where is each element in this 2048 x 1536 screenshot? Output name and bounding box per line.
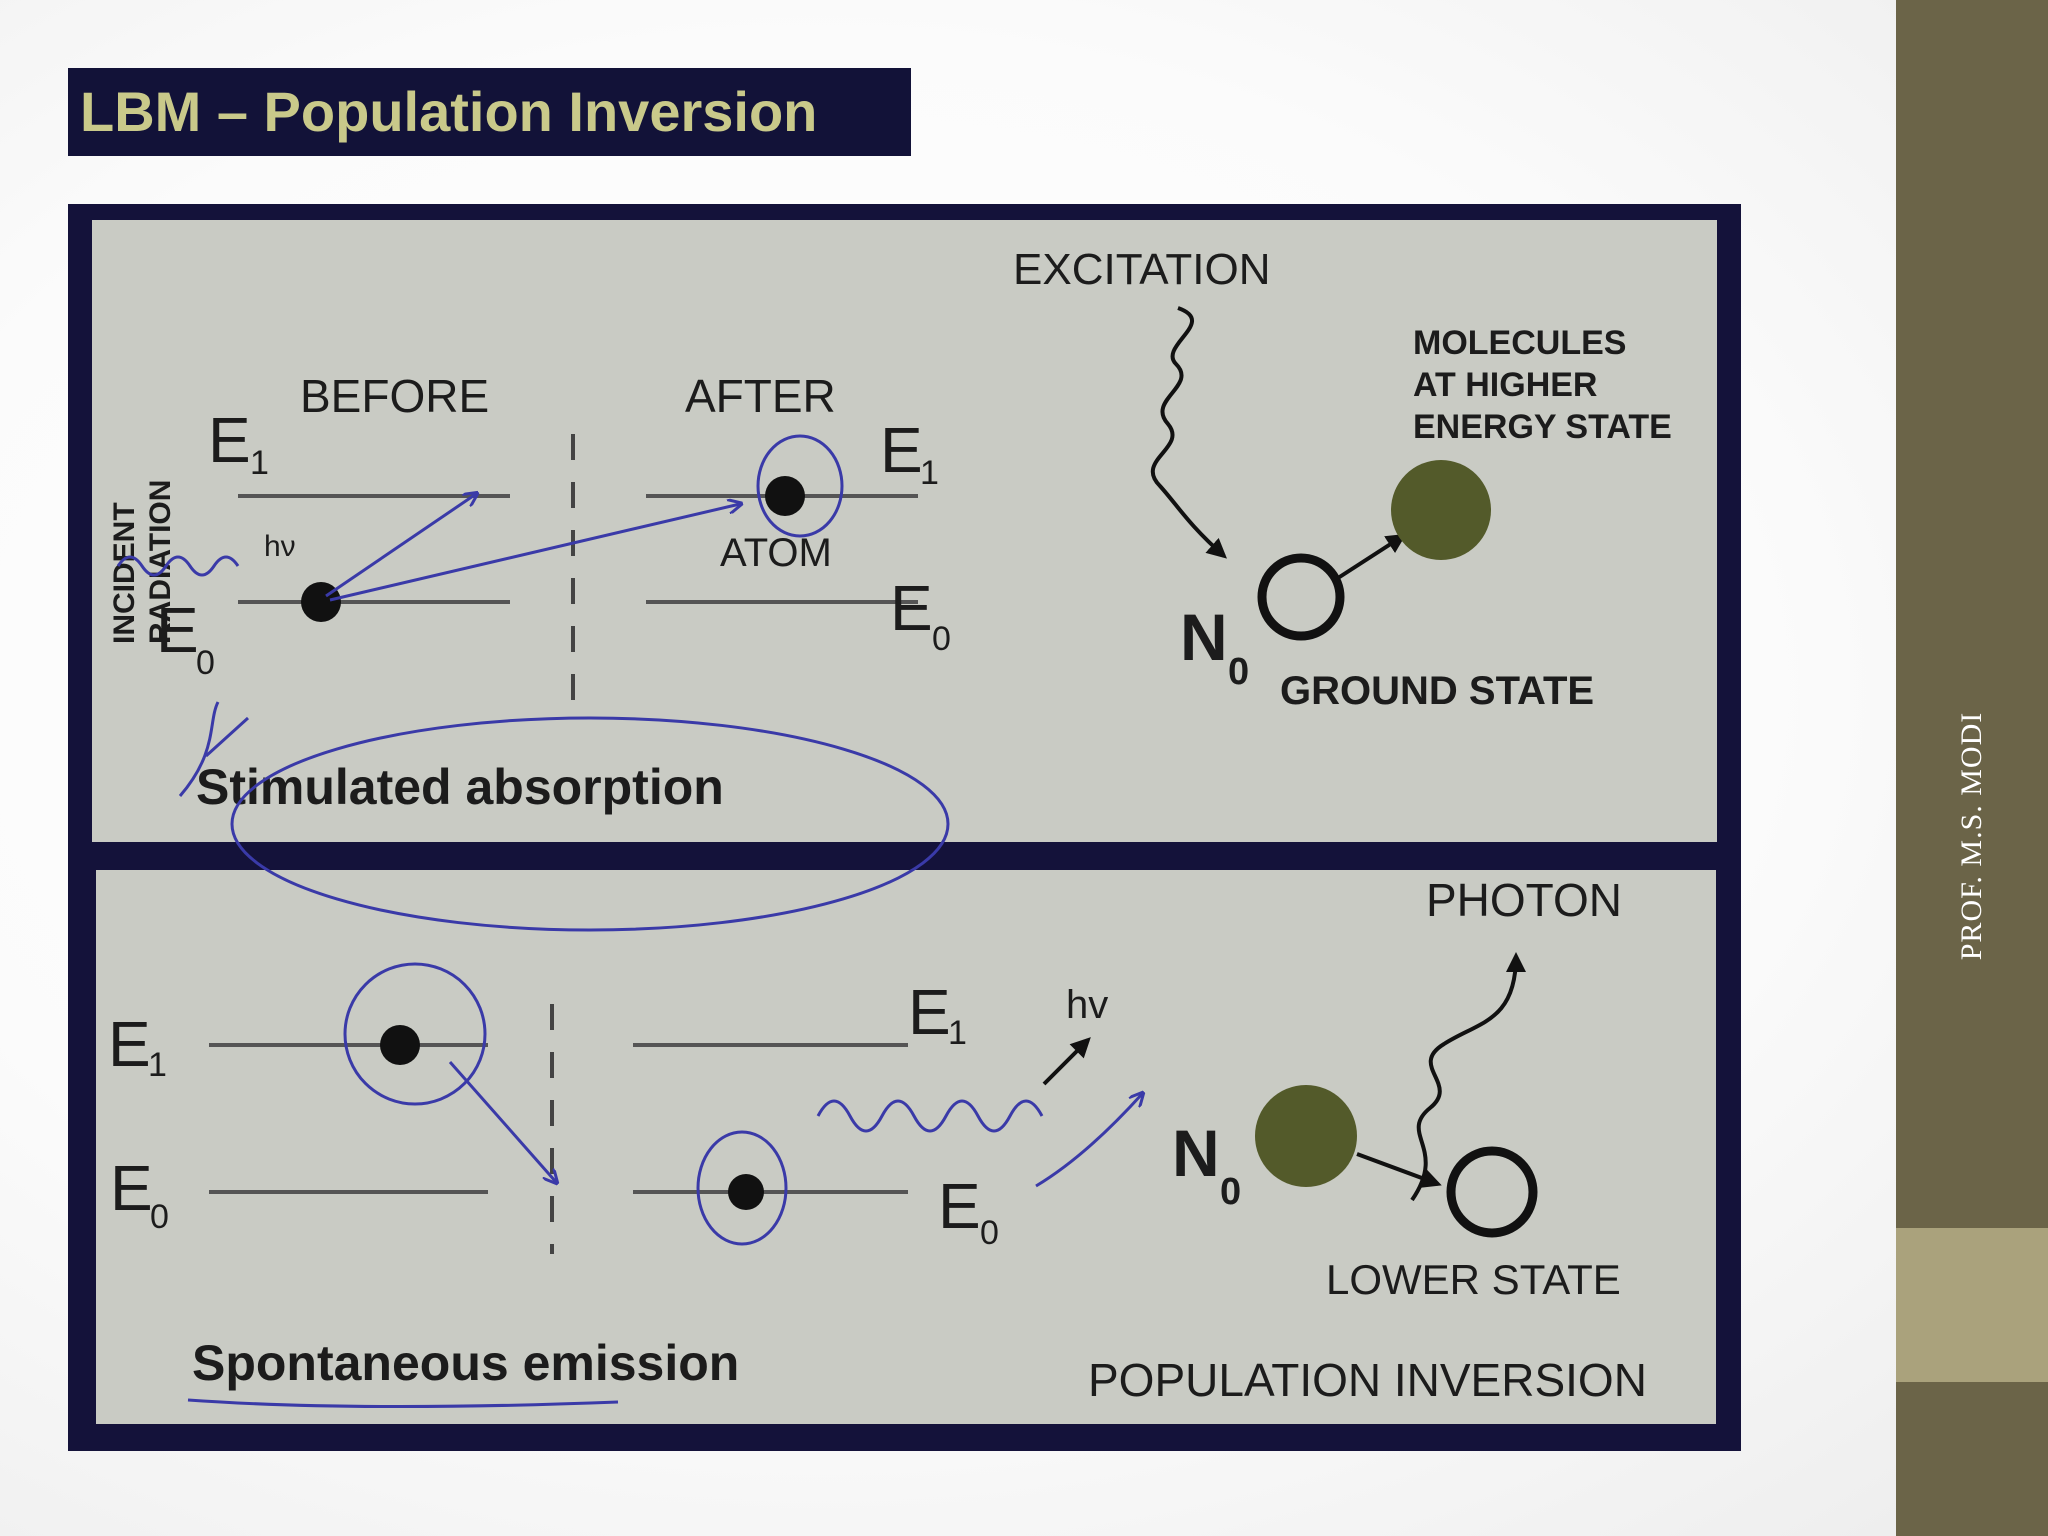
pen-annotations-bottom [187,962,1142,1409]
before-label: BEFORE [300,370,489,422]
bottom-n-symbol: N [1172,1116,1220,1190]
after-atom-dot [765,476,805,516]
bottom-after-e1-subscript: 1 [948,1014,967,1052]
sidebar-accent-band [1896,1228,2048,1382]
before-atom-dot [301,582,341,622]
excited-transition-arrow [1336,533,1407,580]
decay-transition-arrow [1356,1152,1442,1188]
bottom-after-e1-symbol: E [908,976,951,1048]
bottom-panel [96,870,1716,1424]
before-e1-subscript: 1 [250,444,269,482]
radiation-label: RADIATION [144,480,177,644]
pen-decay-arrow [448,1061,556,1182]
upper-atom-pen-circle [343,962,487,1106]
pen-excitation-arrow [325,494,476,598]
energy-level-figure: INCIDENT RADIATION BEFORE AFTER E 1 E 0 … [68,204,1741,1451]
bottom-after-e0-symbol: E [938,1170,981,1242]
before-e0-symbol: E [156,594,199,666]
bottom-after-atom-dot [728,1174,764,1210]
ground-state-label: GROUND STATE [1280,669,1594,713]
pen-transfer-arrow [329,504,740,602]
after-e1-symbol: E [880,414,923,486]
molecules-line-2: AT HIGHER [1413,366,1597,404]
excitation-wave-arrow [1150,306,1227,559]
before-e1-symbol: E [208,404,251,476]
top-n-subscript: 0 [1228,651,1249,693]
atom-label: ATOM [720,531,832,575]
incident-hv-label: hν [264,530,296,563]
figure-canvas: INCIDENT RADIATION BEFORE AFTER E 1 E 0 … [68,204,1741,1451]
after-e0-symbol: E [890,572,933,644]
title-bar [68,68,911,156]
molecules-line-3: ENERGY STATE [1413,408,1672,446]
bottom-after-e0-subscript: 0 [980,1214,999,1252]
after-label: AFTER [685,370,836,422]
photon-wave-arrow [1410,952,1526,1202]
ground-state-molecule [1257,553,1345,641]
stimulated-absorption-caption: Stimulated absorption [196,759,724,815]
bottom-before-atom-dot [380,1025,420,1065]
slide-title: LBM – Population Inversion [80,80,818,143]
pen-scribble [178,701,250,797]
pen-annotations-top [178,434,844,797]
lower-state-molecule [1446,1146,1538,1238]
excitation-label: EXCITATION [1013,245,1271,294]
emission-hv-label: hv [1066,983,1108,1027]
caption-pen-ellipse [230,716,950,932]
after-atom-pen-circle [756,434,844,538]
excited-molecule [1391,460,1491,560]
spontaneous-emission-caption: Spontaneous emission [192,1335,739,1391]
bottom-before-e1-subscript: 1 [148,1046,167,1084]
bottom-panel-content: E 1 E 0 E 1 E 0 hv PHOTON N 0 LOWER STAT… [108,874,1647,1409]
bottom-before-e0-symbol: E [110,1152,153,1224]
bottom-before-e1-symbol: E [108,1008,151,1080]
before-e0-subscript: 0 [196,644,215,682]
bottom-before-e0-subscript: 0 [150,1198,169,1236]
incident-label: INCIDENT [108,502,141,644]
incident-photon-wave [116,555,240,577]
lower-state-label: LOWER STATE [1326,1256,1621,1303]
caption-underline [187,1398,619,1409]
photon-label: PHOTON [1426,874,1622,926]
after-e0-subscript: 0 [932,620,951,658]
after-e1-subscript: 1 [920,454,939,492]
emitted-photon-wave [816,1099,1044,1133]
top-panel-content: INCIDENT RADIATION BEFORE AFTER E 1 E 0 … [108,245,1672,815]
lower-atom-pen-circle [696,1130,788,1246]
upper-state-molecule [1255,1085,1357,1187]
pen-emission-stroke [1035,1094,1142,1188]
emission-hv-arrow [1042,1037,1091,1086]
bottom-n-subscript: 0 [1220,1171,1241,1213]
molecules-line-1: MOLECULES [1413,324,1626,362]
author-credit: PROF. M.S. MODI [1955,711,1988,961]
population-inversion-label: POPULATION INVERSION [1088,1354,1647,1406]
top-n-symbol: N [1180,600,1228,674]
